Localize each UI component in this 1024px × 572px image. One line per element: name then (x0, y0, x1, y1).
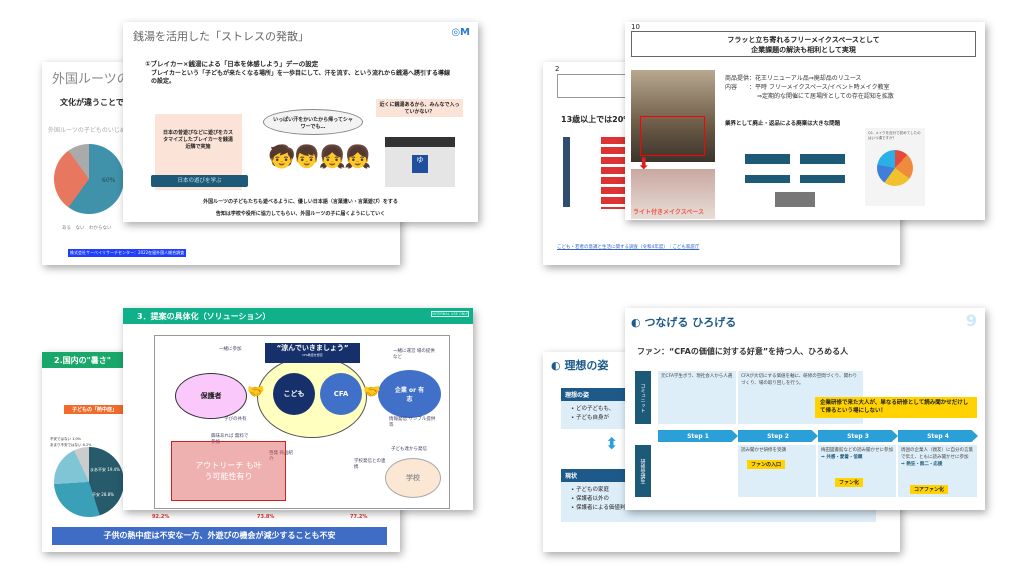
edge-label: 興味あれば 無料で参加 (211, 434, 249, 445)
guardian-node: 保護者 (175, 373, 247, 419)
edge-label: 情報発信 サンプル提供等 (389, 417, 436, 428)
step-1: Step 1 (658, 430, 738, 442)
legend-item: わからない (89, 226, 112, 231)
handshake-icon: 🤝 (247, 384, 265, 400)
school-node: 学校 (385, 458, 441, 498)
legend-item: ない (75, 226, 85, 231)
children-illustration: 🧒👦👧👧 (268, 145, 372, 170)
slide-title: 企業課題の解決も相利として実現 (751, 46, 856, 54)
sento-illustration: ゆ (385, 137, 455, 187)
info-line: ⇒定期的な開催にて居場所としての存在認知を拡散 (757, 93, 894, 100)
slide-heading: ファン：“CFAの価値に対する好意”を持つ人、ひろめる人 (637, 347, 849, 356)
pie-chart (54, 144, 124, 214)
list-item: • どの子どもも、 (571, 406, 615, 412)
pie-chart (877, 150, 913, 186)
step-2: Step 2 (738, 430, 818, 442)
callout: 企業研修で来た大人が、単なる研修として読み聞かせだけして帰るという場にしない！ (815, 397, 977, 418)
tag: ファンの入口 (747, 460, 786, 469)
slide-title: ◐ 理想の姿 (551, 359, 609, 372)
problem-heading: 業界として廃止・返品による廃棄は大きな問題 (725, 121, 841, 127)
page-number: 9 (965, 311, 977, 330)
slide-subtitle: 文化が違うことで起 (60, 98, 132, 107)
makeup-space-photo: ライト付きメイクスペース (631, 169, 715, 219)
tag: コアファン化 (910, 485, 949, 494)
tag: ファン化 (835, 478, 864, 487)
slice-label: 不安 28.8% (92, 492, 114, 497)
pie-label: 60% (102, 177, 116, 184)
bar-chart-legend (563, 137, 570, 207)
slide-title: 外国ルーツの子 (52, 72, 143, 87)
row-label: コミュニット (635, 371, 651, 424)
total-value: 77.2% (350, 514, 368, 520)
slide-title: 3．提案の具体化（ソリューション） (137, 312, 271, 321)
slice-label: あまり不安ではない 6.2% (50, 442, 92, 447)
page-number: 10 (631, 23, 640, 31)
slide-solution[interactable]: 3．提案の具体化（ソリューション） INTERNAL USE ONLY “涼んで… (123, 308, 473, 510)
headline-sub: CFA教室を想定 (302, 353, 323, 357)
total-value: 73.8% (257, 514, 275, 520)
pie-title: Q1. メイクを自分で初めてしたのはいつ頃ですか？ (868, 131, 921, 140)
logo-icon: ◎M (451, 27, 470, 38)
learn-games-button[interactable]: 日本の遊びを学ぶ (151, 175, 248, 187)
down-arrow-icon: ⬇ (637, 154, 651, 173)
slide-body: ブレイカーという「子どもが来たくなる場所」を一歩目にして、汗を流す、という流れか… (151, 70, 451, 86)
step-cell: 梅田図書館などの読み聞かせに参加⇒ 共感・愛着・信頼 (818, 445, 896, 497)
legend-item: ある (62, 226, 71, 231)
slide-subtitle: 13歳以上では20%以 (561, 115, 640, 124)
list-item: • 子どもの家庭 (571, 487, 610, 493)
edge-label: 学びの共有 (224, 417, 247, 422)
slide-fan[interactable]: ◐ つなげる ひろげる 9 ファン：“CFAの価値に対する好意”を持つ人、ひろめ… (625, 308, 985, 510)
flow-diagram (745, 132, 855, 212)
slide-heading: ①ブレイカー×銭湯による「日本を体感しよう」デーの設定 (145, 60, 319, 68)
slide-title: 2.国内の"暑さ" (54, 356, 111, 365)
handshake-icon: 🤝 (363, 384, 381, 400)
footer-line: 告知は学校や役所に協力してもらい、外国ルーツの子に届くようにしていく (215, 211, 386, 217)
step-cell: 読み聞かせ研修を受講 (738, 445, 816, 497)
conclusion-banner: 子供の熱中症は不安な一方、外遊びの機会が減少することも不安 (52, 527, 387, 545)
total-value: 92.2% (152, 514, 170, 520)
info-line: 内容 ：平時 フリーメイクスペース/イベント時メイク教室 (725, 84, 890, 91)
comment-cell: 元CFA学生ボラ、現社会人から人選 (658, 371, 736, 424)
pie-chart (54, 447, 124, 517)
slide-title: ◐ つなげる ひろげる (631, 316, 737, 329)
box-text: 日本の昔遊びなどに遊びをカスタマイズしたブレイカーを銭湯近隣で実施 (163, 130, 234, 150)
info-line: 商品提供：花王リニューアル品⇒廃却品のリユース (725, 75, 862, 82)
footer-line: 外国ルーツの子どもたちも遊べるように、優しい日本語（言葉遣い・言葉遊び）をする (203, 199, 398, 205)
chart-caption: 外国ルーツの子どものいじめの経 (48, 127, 138, 134)
company-node: 企業 or 有志 (378, 370, 441, 418)
cfa-node: CFA (320, 373, 362, 415)
chart-tag: 子どもの「熱中症」 (64, 405, 126, 414)
list-item: • 保護者以外の (571, 495, 610, 502)
thought-bubble: いっぱい汗をかいたから帰ってシャワーでも… (263, 109, 363, 135)
slide-title: 銭湯を活用した「ストレスの発散」 (133, 30, 309, 43)
internal-badge: INTERNAL USE ONLY (431, 311, 469, 317)
slice-label: まあ不安 19.4% (90, 467, 120, 472)
source-link[interactable]: 株式会社サーベイリサーチセンター：2022在留外国人総合調査 (68, 249, 187, 257)
slide-make-space[interactable]: 10 フラッと立ち寄れるフリーメイクスペースとして 企業課題の解決も相利として実… (625, 22, 985, 220)
row-label: 研修受講生 (635, 445, 651, 497)
headline: “涼んでいきましょう” (276, 344, 349, 352)
edge-label: 啓発 商品紹介 (269, 451, 293, 462)
updown-arrow-icon: ⬍ (605, 434, 619, 453)
slice-label: 不安ではない 1.0% (50, 437, 82, 441)
edge-label: 学校発信との連携 (354, 459, 386, 470)
callout: 近くに銭湯あるから、みんなで入っていかない？ (376, 99, 463, 117)
list-item: • 子ども自身が (571, 414, 610, 421)
room-photo (631, 70, 715, 162)
child-node: こども (273, 373, 315, 415)
edge-label: 一緒に参加 (219, 347, 242, 352)
step-3: Step 3 (818, 430, 898, 442)
outreach-box: アウトリーチ も叶う可能性有り (171, 441, 286, 501)
edge-label: 子ども達から発信 (391, 447, 427, 452)
source-link[interactable]: こども・若者の意識と生活に関する調査（令和4年度）｜こども家庭庁 (557, 245, 700, 250)
slide-sento-stress[interactable]: 銭湯を活用した「ストレスの発散」 ◎M ①ブレイカー×銭湯による「日本を体感しよ… (123, 22, 478, 222)
page-number: 2 (555, 65, 560, 73)
slide-title: フラッと立ち寄れるフリーメイクスペースとして (727, 36, 880, 44)
step-4: Step 4 (898, 430, 978, 442)
edge-label: 一緒に運営 場の提供など (393, 349, 435, 360)
